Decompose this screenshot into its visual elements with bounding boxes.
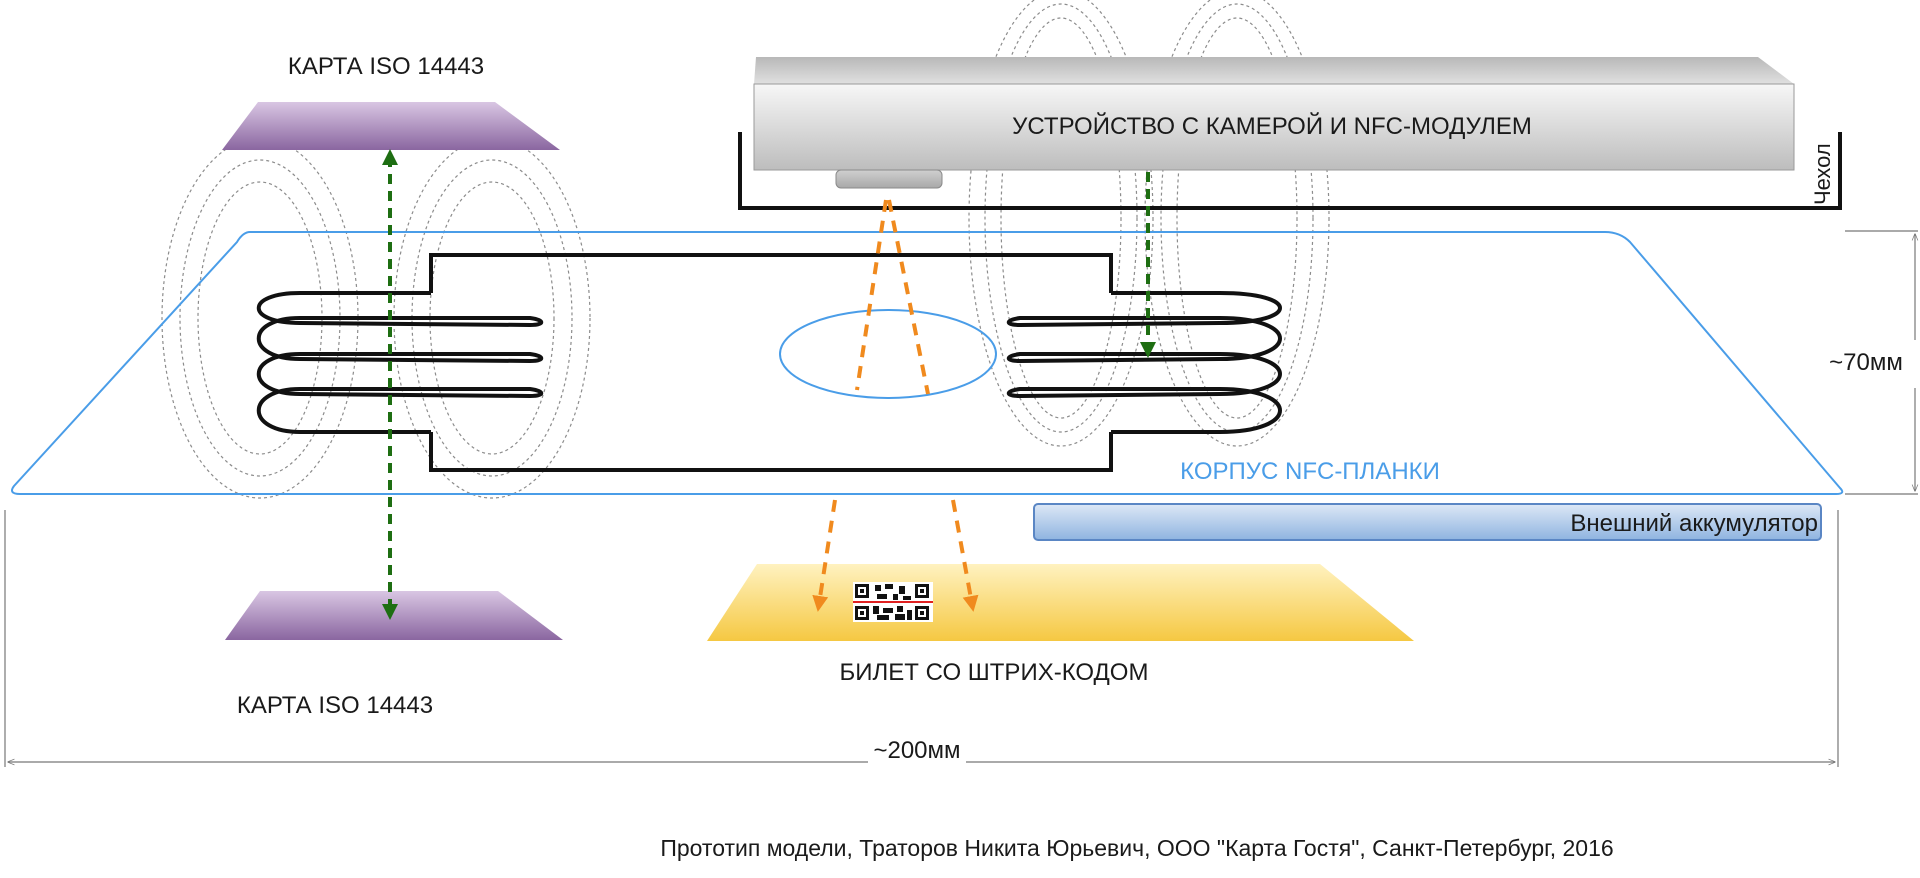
height-label: ~70мм [1829, 349, 1903, 376]
barcode-ticket [707, 564, 1414, 641]
card-bottom-label: КАРТА ISO 14443 [237, 692, 433, 719]
qr-code-icon [853, 582, 933, 622]
battery-label: Внешний аккумулятор [1570, 510, 1818, 537]
camera-ray-left-upper [855, 199, 888, 391]
device-top-face [754, 57, 1794, 84]
camera-ray-left-lower [812, 499, 837, 612]
height-dimension [1845, 230, 1918, 495]
credit-text: Прототип модели, Траторов Никита Юрьевич… [660, 835, 1613, 861]
width-dimension [4, 510, 1839, 767]
iso-card-bottom [225, 591, 563, 640]
camera-ray-right-upper [887, 199, 930, 395]
housing-label: КОРПУС NFC-ПЛАНКИ [1180, 458, 1440, 485]
device-body [753, 83, 1795, 171]
width-label: ~200мм [873, 737, 960, 764]
iso-card-top [222, 102, 560, 150]
camera-lens [835, 169, 943, 189]
nfc-housing [11, 231, 1844, 495]
card-top-label: КАРТА ISO 14443 [288, 53, 484, 80]
device-case [738, 132, 1842, 210]
case-label: Чехол [1810, 143, 1835, 205]
external-battery [1033, 503, 1822, 541]
camera-view-area [779, 309, 997, 399]
device-label: УСТРОЙСТВО С КАМЕРОЙ И NFC-МОДУЛЕМ [1012, 112, 1532, 140]
camera-ray-right-lower [951, 499, 979, 612]
coil-left [256, 291, 544, 434]
ticket-label: БИЛЕТ СО ШТРИХ-КОДОМ [840, 659, 1149, 686]
antenna-wire [429, 253, 1113, 472]
coil-right [1006, 291, 1282, 434]
